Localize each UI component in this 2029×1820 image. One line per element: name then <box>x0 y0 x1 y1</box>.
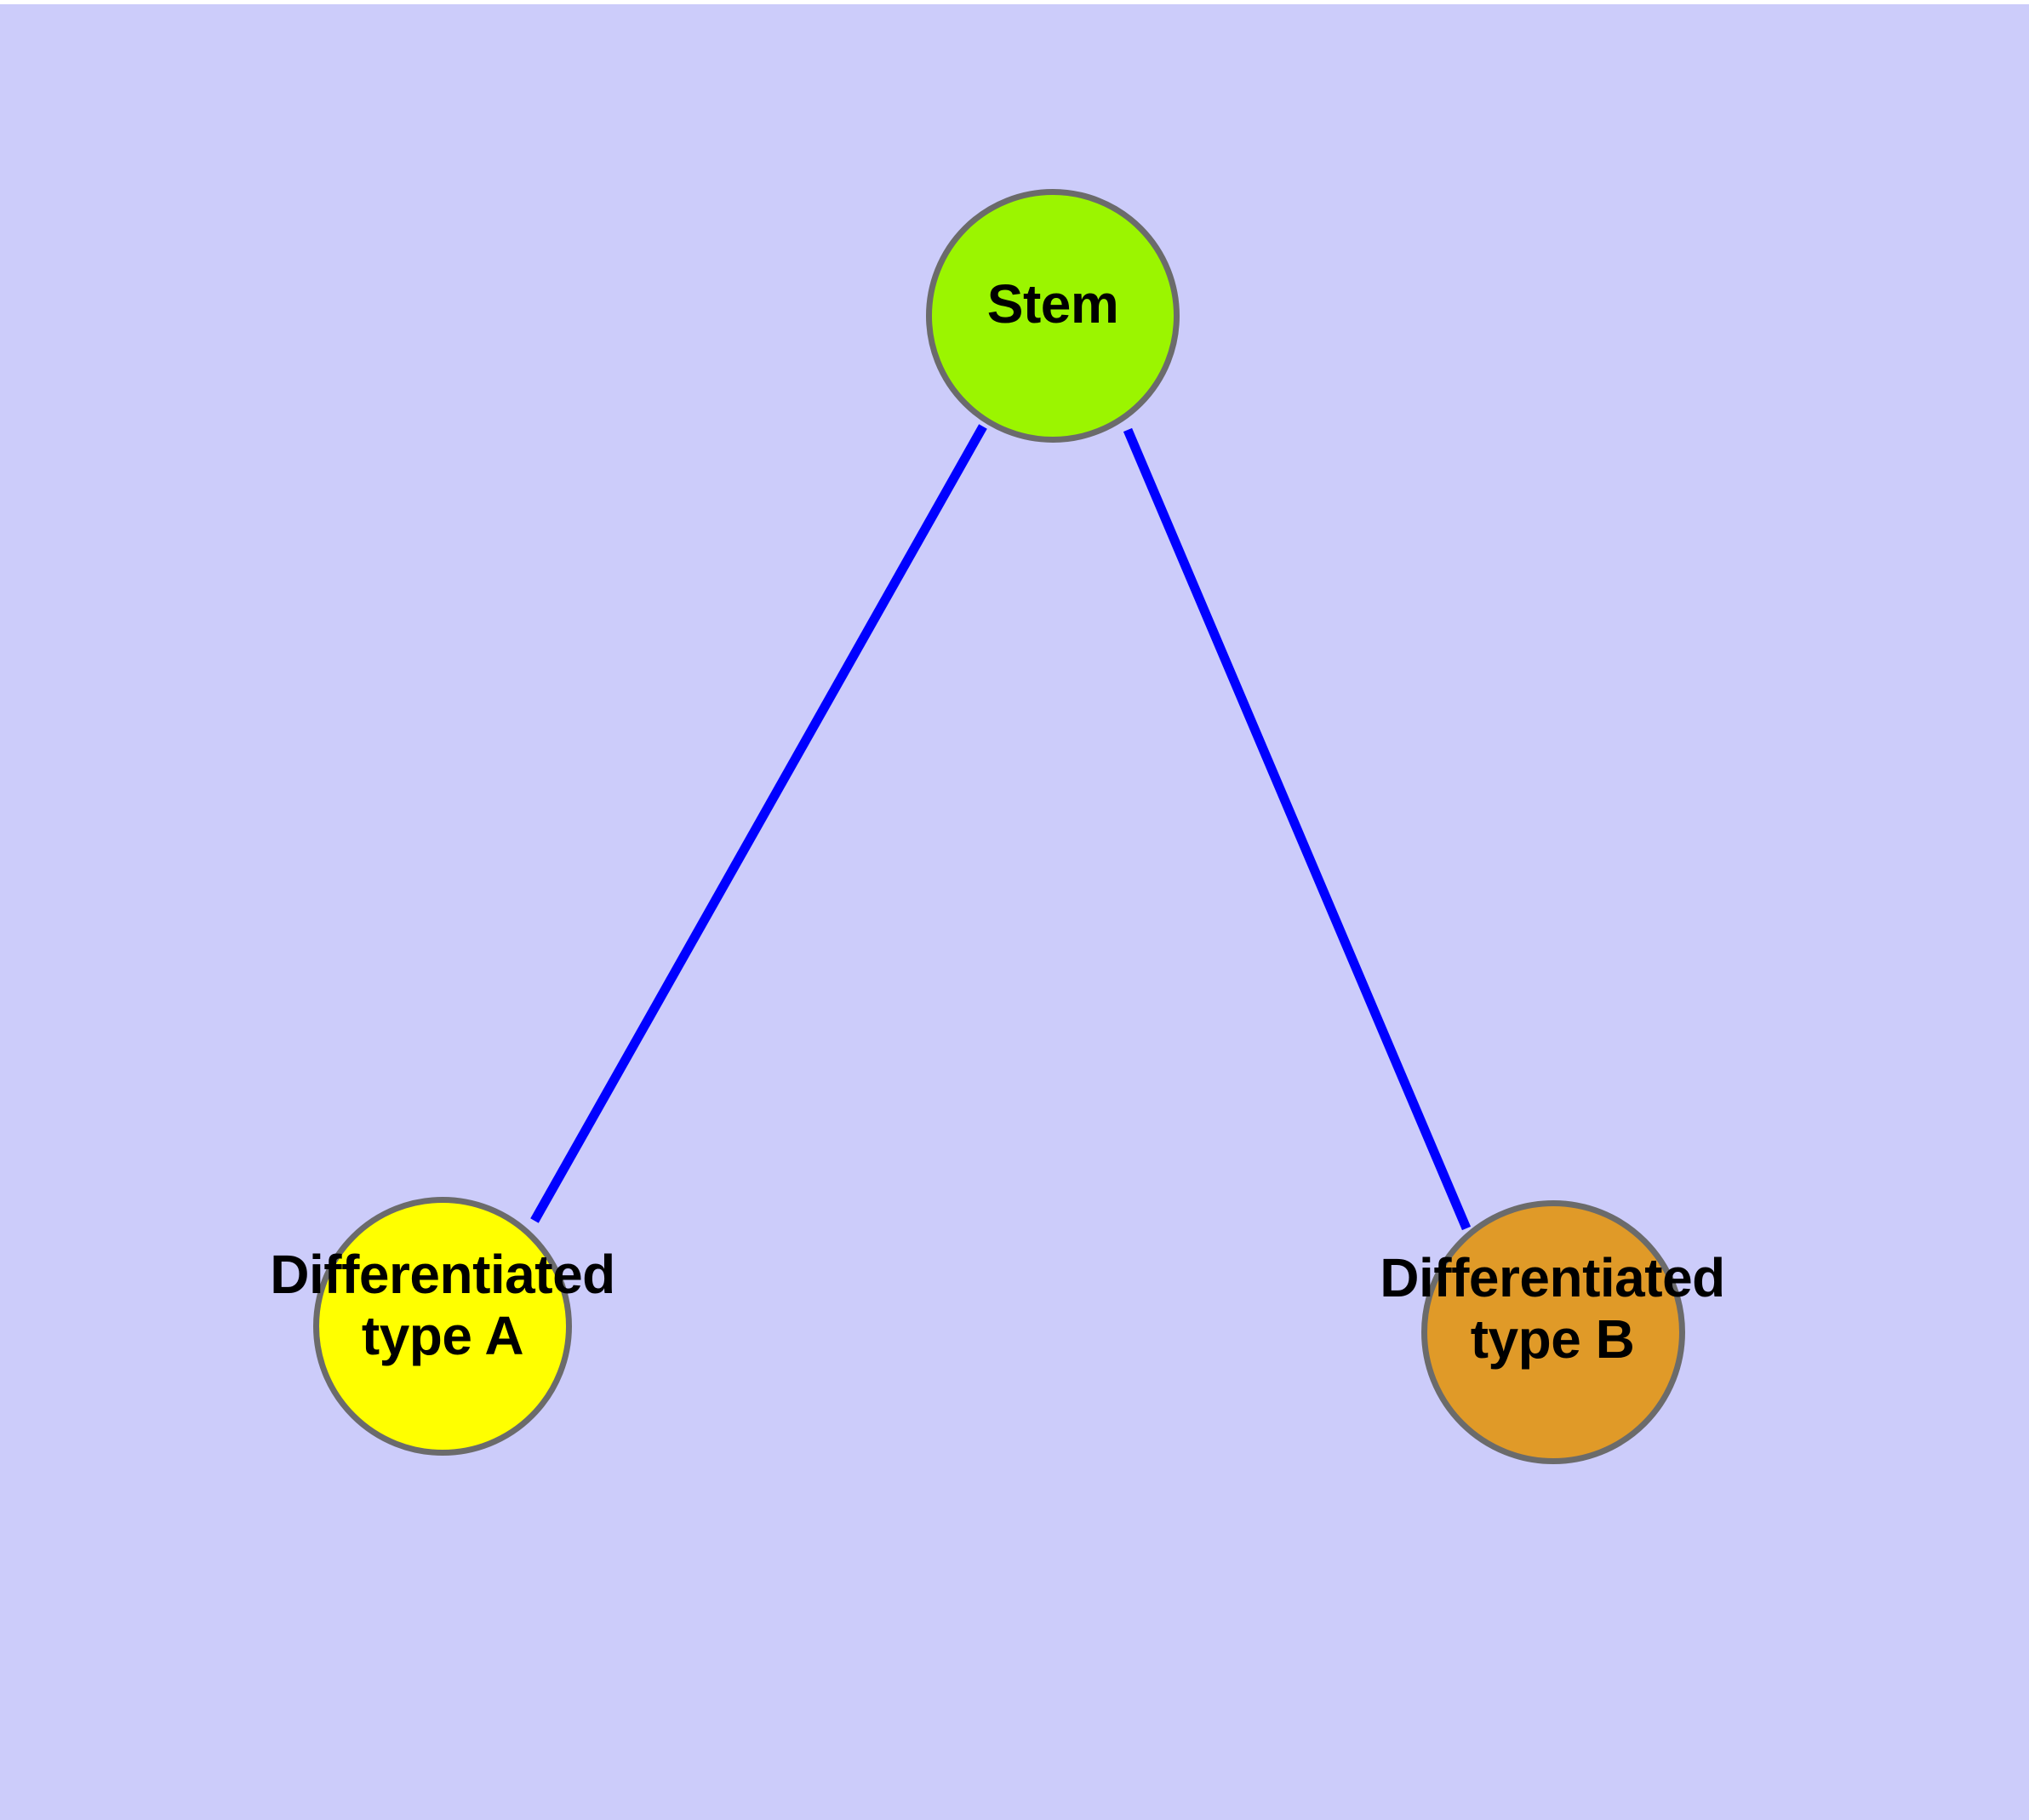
edge-stem-to-differentiated-type-a <box>530 424 987 1223</box>
node-circle-stem[interactable] <box>926 189 1180 443</box>
edge-stem-to-differentiated-type-b <box>1123 427 1472 1231</box>
top-white-strip <box>0 0 2029 4</box>
node-circle-differentiated-type-a[interactable] <box>313 1197 572 1456</box>
node-circle-differentiated-type-b[interactable] <box>1421 1200 1685 1464</box>
